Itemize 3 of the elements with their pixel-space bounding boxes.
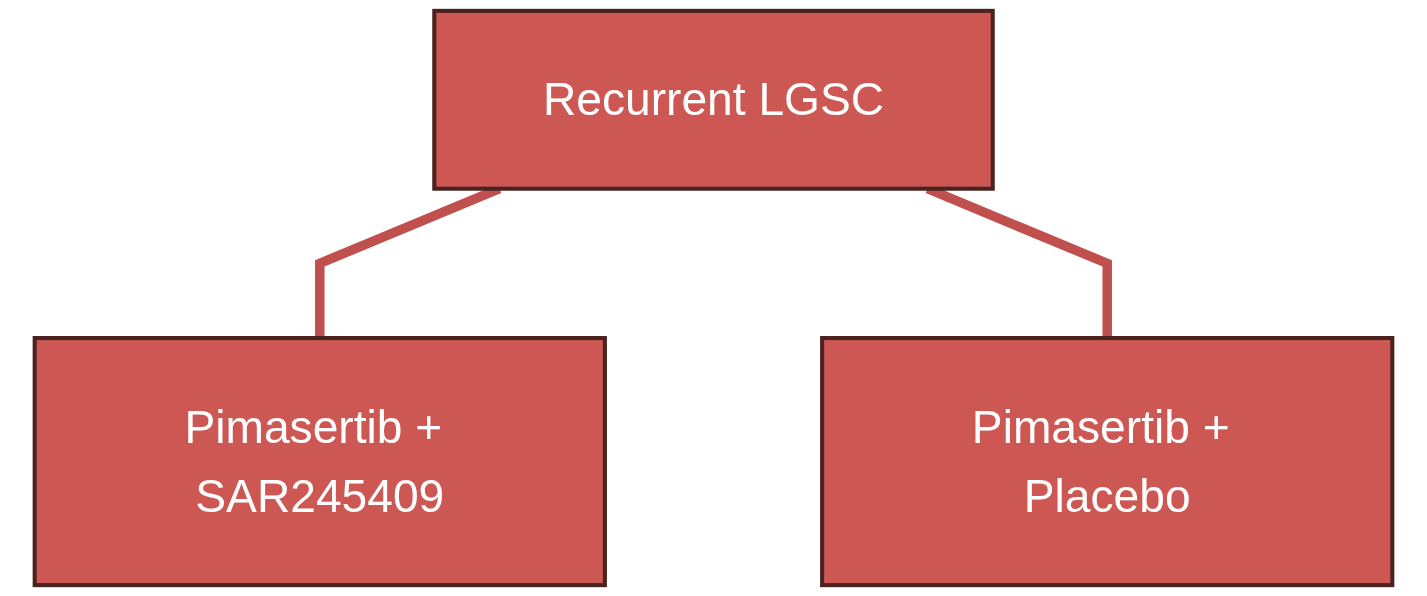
node-box: Recurrent LGSC: [432, 8, 995, 191]
node-box: Pimasertib + SAR245409: [32, 336, 607, 588]
node-box: Pimasertib + Placebo: [820, 336, 1395, 588]
